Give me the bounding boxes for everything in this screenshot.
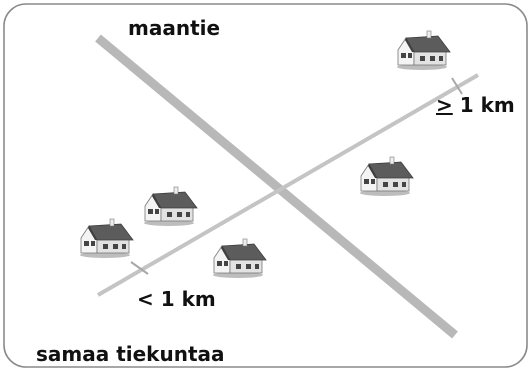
distance-tick-near [130,261,149,275]
main-road [95,34,458,339]
same-road-label: samaa tiekuntaa [36,342,225,366]
far-distance-label: > 1 km [436,95,515,115]
near-distance-label: < 1 km [137,287,216,311]
frame-border [3,3,528,368]
distance-tick-far [451,77,463,95]
road-label: maantie [128,16,221,40]
far-distance-value: 1 km [452,93,515,117]
private-road [96,73,480,297]
far-distance-symbol: > [436,93,453,117]
